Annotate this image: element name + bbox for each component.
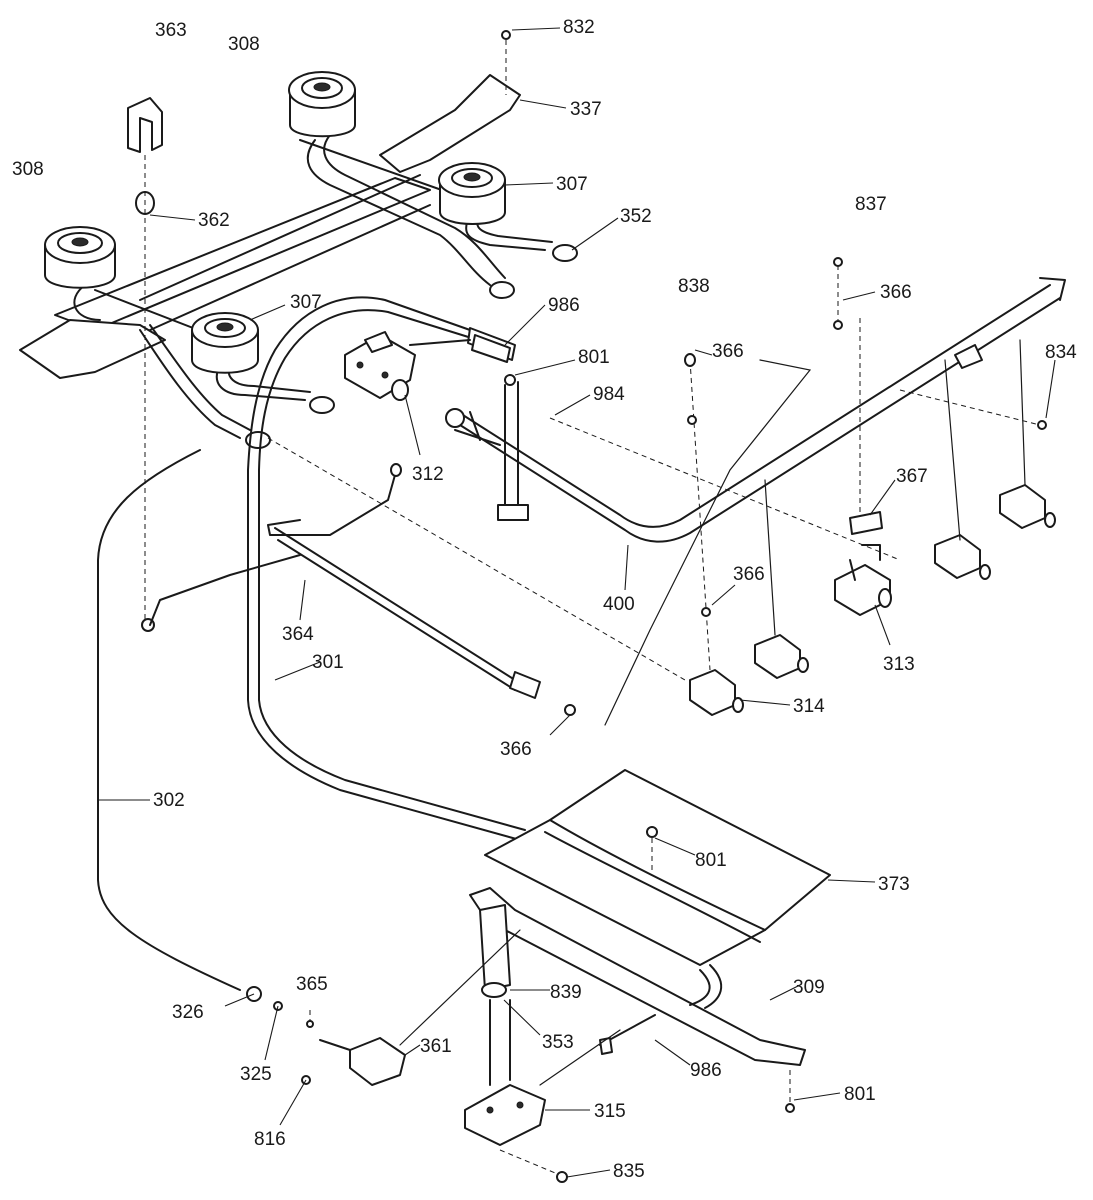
label-302: 302 bbox=[153, 790, 185, 811]
label-366-d: 366 bbox=[500, 739, 532, 760]
label-309: 309 bbox=[793, 977, 825, 998]
label-308-rear: 308 bbox=[228, 34, 260, 55]
label-801-c: 801 bbox=[844, 1084, 876, 1105]
label-984: 984 bbox=[593, 384, 625, 405]
leader-lines bbox=[98, 27, 1056, 1178]
burner-head-308-front bbox=[44, 226, 116, 289]
label-986-top: 986 bbox=[548, 295, 580, 316]
label-837: 837 bbox=[855, 194, 887, 215]
label-801-a: 801 bbox=[578, 347, 610, 368]
label-801-b: 801 bbox=[695, 850, 727, 871]
bracket-801 bbox=[497, 374, 529, 521]
label-366-a: 366 bbox=[880, 282, 912, 303]
label-325: 325 bbox=[240, 1064, 272, 1085]
label-353: 353 bbox=[542, 1032, 574, 1053]
tube-302 bbox=[97, 449, 283, 1011]
label-839: 839 bbox=[550, 982, 582, 1003]
label-308-front: 308 bbox=[12, 159, 44, 180]
label-307-front: 307 bbox=[290, 292, 322, 313]
label-366-b: 366 bbox=[712, 341, 744, 362]
venturi-353 bbox=[479, 904, 511, 1086]
burner-head-307-rear bbox=[438, 162, 506, 225]
valve-right-middle bbox=[934, 534, 991, 580]
label-816: 816 bbox=[254, 1129, 286, 1150]
label-366-c: 366 bbox=[733, 564, 765, 585]
label-326: 326 bbox=[172, 1002, 204, 1023]
label-314: 314 bbox=[793, 696, 825, 717]
label-838: 838 bbox=[678, 276, 710, 297]
label-307-rear: 307 bbox=[556, 174, 588, 195]
label-337: 337 bbox=[570, 99, 602, 120]
part-labels: 832 337 363 308 308 307 307 362 352 837 … bbox=[12, 17, 1077, 1182]
clip-363 bbox=[127, 97, 163, 153]
label-352: 352 bbox=[620, 206, 652, 227]
label-361: 361 bbox=[420, 1036, 452, 1057]
burner-head-308-rear bbox=[288, 71, 356, 138]
label-834: 834 bbox=[1045, 342, 1077, 363]
valve-315 bbox=[464, 1084, 546, 1146]
label-362: 362 bbox=[198, 210, 230, 231]
label-373: 373 bbox=[878, 874, 910, 895]
label-312: 312 bbox=[412, 464, 444, 485]
valve-far-right bbox=[999, 484, 1056, 529]
label-301: 301 bbox=[312, 652, 344, 673]
label-313: 313 bbox=[883, 654, 915, 675]
label-315: 315 bbox=[594, 1101, 626, 1122]
valve-313 bbox=[834, 511, 892, 616]
burner-head-307-front bbox=[191, 312, 259, 374]
valve-left-middle bbox=[754, 634, 809, 679]
label-364: 364 bbox=[282, 624, 314, 645]
label-365: 365 bbox=[296, 974, 328, 995]
ignitor-361 bbox=[319, 1037, 406, 1086]
label-363: 363 bbox=[155, 20, 187, 41]
valve-314 bbox=[689, 669, 744, 716]
label-400: 400 bbox=[603, 594, 635, 615]
regulator-312 bbox=[344, 331, 416, 401]
label-835: 835 bbox=[613, 1161, 645, 1182]
heat-shield-373 bbox=[484, 769, 831, 966]
tube-364 bbox=[149, 463, 541, 699]
label-832: 832 bbox=[563, 17, 595, 38]
top-burner-frame bbox=[19, 74, 521, 379]
label-367: 367 bbox=[896, 466, 928, 487]
label-986-bottom: 986 bbox=[690, 1060, 722, 1081]
manifold-pipe-400 bbox=[445, 277, 1066, 543]
